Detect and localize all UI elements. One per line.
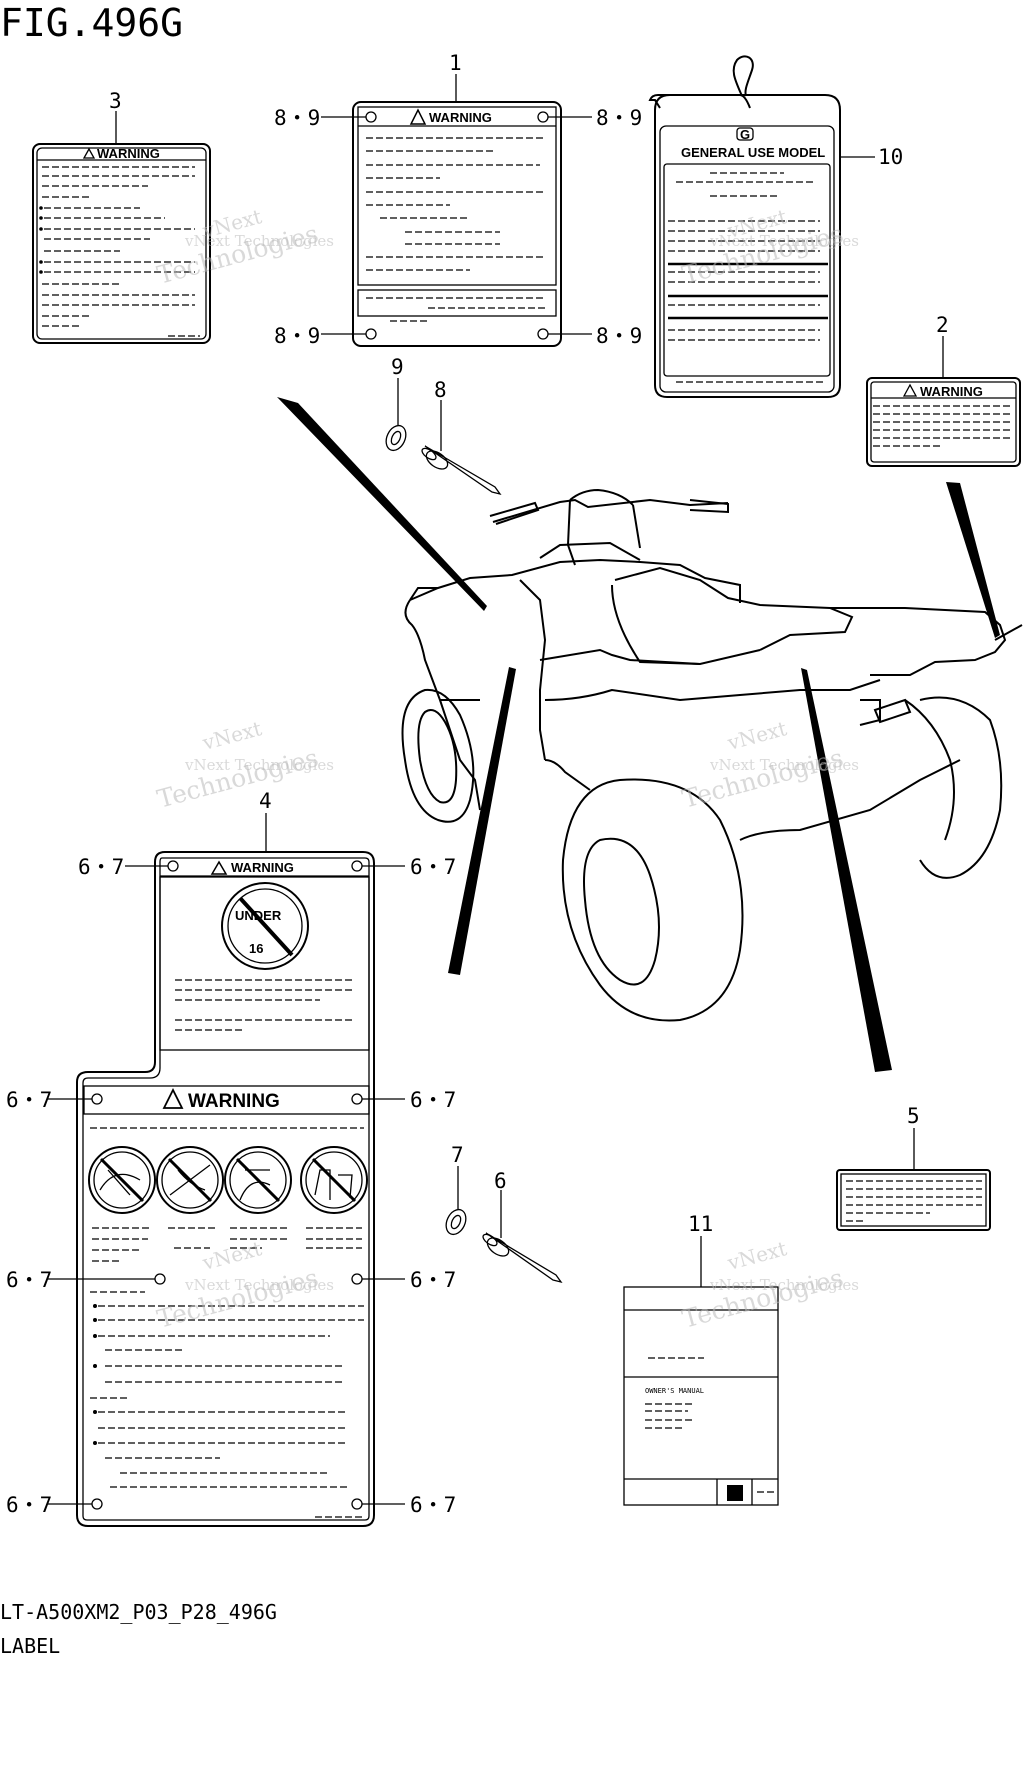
callout-6-7: 6・7: [78, 855, 124, 879]
callout-3: 3: [109, 89, 122, 113]
rivet-hole: [351, 1273, 363, 1285]
label-4[interactable]: WARNING UNDER 16 WARNING: [48, 813, 405, 1527]
tag-letter: G: [740, 127, 750, 142]
label-1-heading: WARNING: [429, 110, 492, 125]
manual-title: OWNER'S MANUAL: [645, 1387, 704, 1395]
callout-6-7: 6・7: [410, 855, 456, 879]
warning-triangle-icon: [82, 147, 96, 159]
svg-text:vNext Technologies: vNext Technologies: [709, 756, 859, 774]
washer-7[interactable]: [442, 1166, 469, 1238]
rivet-hole: [91, 1093, 103, 1105]
rivet-hole: [154, 1273, 166, 1285]
pictogram-no-drugs-icon: [300, 1146, 368, 1214]
rivet-hole: [351, 860, 363, 872]
callout-6-7: 6・7: [6, 1493, 52, 1517]
watermark: vNext vNext Technologies Technologies: [154, 204, 334, 290]
rivet-hole: [537, 328, 549, 340]
warning-triangle-icon: [409, 108, 427, 125]
warning-triangle-icon: [210, 860, 228, 875]
callout-8-9: 8・9: [274, 324, 320, 348]
warning-triangle-icon: [902, 383, 918, 397]
callout-6-7: 6・7: [410, 1268, 456, 1292]
rivet-hole: [167, 860, 179, 872]
label-3-heading: WARNING: [97, 146, 160, 161]
pictogram-no-passenger-icon: [88, 1146, 156, 1214]
pictogram-no-paved-roads-icon: [156, 1146, 224, 1214]
leader-label-5: [801, 668, 892, 1072]
callout-8: 8: [434, 378, 447, 402]
label-4-main-heading: WARNING: [188, 1091, 280, 1112]
rivet-hole: [91, 1498, 103, 1510]
rivet-hole: [365, 328, 377, 340]
svg-text:Technologies: Technologies: [679, 1263, 846, 1334]
watermark: vNext vNext Technologies Technologies: [154, 716, 334, 814]
rivet-hole: [351, 1498, 363, 1510]
rivet-hole: [365, 111, 377, 123]
watermark: vNext vNext Technologies Technologies: [154, 1236, 334, 1334]
callout-6-7: 6・7: [6, 1088, 52, 1112]
svg-text:vNext Technologies: vNext Technologies: [184, 756, 334, 774]
rivet-8[interactable]: [420, 400, 502, 496]
callout-11: 11: [688, 1212, 713, 1236]
callout-6-7: 6・7: [410, 1493, 456, 1517]
brand-logo-icon: [727, 1485, 743, 1501]
callout-1: 1: [449, 51, 462, 75]
svg-text:vNext: vNext: [199, 716, 264, 755]
tag-heading: GENERAL USE MODEL: [681, 145, 825, 160]
label-10-tag[interactable]: G GENERAL USE MODEL: [648, 55, 875, 398]
callout-8-9: 8・9: [274, 106, 320, 130]
callout-7: 7: [451, 1143, 464, 1167]
rivet-hole: [351, 1093, 363, 1105]
rivet-6[interactable]: [481, 1190, 563, 1284]
callout-5: 5: [907, 1104, 920, 1128]
atv-vehicle: [277, 397, 1023, 1072]
leader-label-1: [277, 397, 487, 611]
leader-label-4: [448, 667, 516, 975]
pictogram-no-alcohol-icon: [224, 1146, 292, 1214]
svg-text:vNext Technologies: vNext Technologies: [184, 232, 334, 250]
warning-triangle-icon: [162, 1087, 184, 1109]
callout-9: 9: [391, 355, 404, 379]
age-text: 16: [249, 941, 263, 956]
callout-6-7: 6・7: [410, 1088, 456, 1112]
watermark: vNext vNext Technologies Technologies: [679, 204, 859, 290]
svg-text:vNext: vNext: [724, 716, 789, 755]
svg-text:vNext: vNext: [199, 1236, 264, 1275]
svg-text:vNext Technologies: vNext Technologies: [709, 232, 859, 250]
leader-label-2: [946, 482, 1000, 638]
owners-manual-11[interactable]: OWNER'S MANUAL: [623, 1236, 779, 1506]
label-5[interactable]: [836, 1128, 991, 1231]
callout-2: 2: [936, 313, 949, 337]
label-1[interactable]: WARNING: [321, 74, 592, 347]
figure-code: LT-A500XM2_P03_P28_496G: [0, 1600, 277, 1624]
svg-text:vNext Technologies: vNext Technologies: [709, 1276, 859, 1294]
watermark: vNext vNext Technologies Technologies: [679, 1236, 859, 1334]
washer-9[interactable]: [382, 378, 409, 454]
figure-title: FIG.496G: [0, 1, 183, 45]
svg-text:vNext Technologies: vNext Technologies: [184, 1276, 334, 1294]
callout-4: 4: [259, 789, 272, 813]
callout-6: 6: [494, 1169, 507, 1193]
label-3[interactable]: WARNING: [32, 111, 211, 344]
callout-8-9: 8・9: [596, 324, 642, 348]
under-16-icon: UNDER 16: [221, 882, 309, 970]
label-4-top-heading: WARNING: [231, 860, 294, 875]
rivet-hole: [537, 111, 549, 123]
callout-8-9: 8・9: [596, 106, 642, 130]
label-2-heading: WARNING: [920, 384, 983, 399]
callout-10: 10: [878, 145, 903, 169]
svg-text:Technologies: Technologies: [154, 1263, 321, 1334]
svg-text:vNext: vNext: [724, 1236, 789, 1275]
callout-6-7: 6・7: [6, 1268, 52, 1292]
svg-text:Technologies: Technologies: [154, 743, 321, 814]
figure-name: LABEL: [0, 1634, 60, 1658]
label-2[interactable]: WARNING: [866, 336, 1021, 467]
